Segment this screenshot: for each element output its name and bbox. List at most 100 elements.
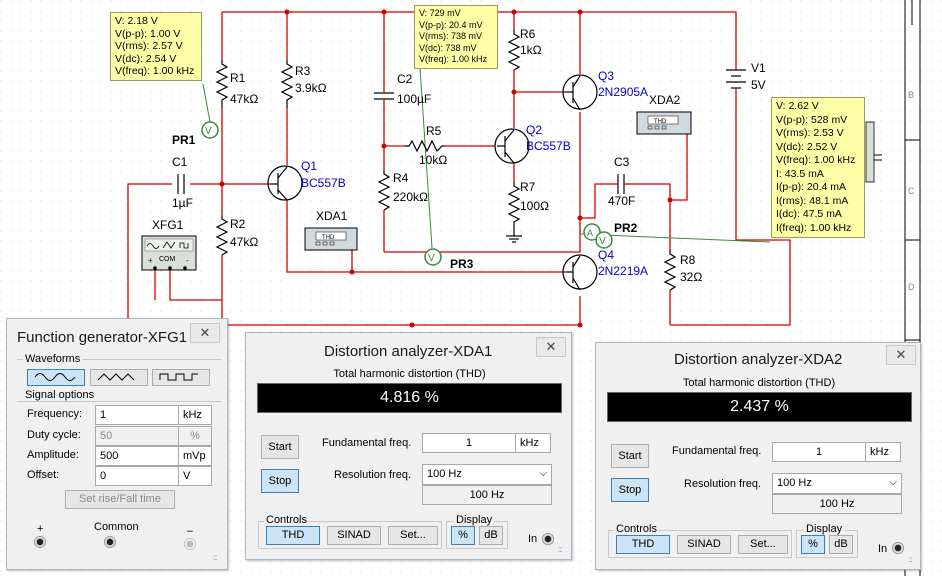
xda2-db-button[interactable]: dB — [829, 535, 853, 554]
xda2-set-button[interactable]: Set... — [738, 535, 788, 554]
xda1-start-button[interactable]: Start — [261, 435, 299, 459]
svg-text:THD: THD — [654, 119, 667, 125]
distortion-analyzer-xda2-window[interactable]: Distortion analyzer-XDA2 ✕ Total harmoni… — [595, 342, 921, 570]
probe-pr1[interactable]: V PR1 — [172, 121, 219, 147]
instrument-xfg1[interactable]: XFG1 + COM - — [141, 218, 197, 271]
frequency-input[interactable]: 1 — [95, 405, 179, 425]
xda1-in-terminal[interactable] — [542, 533, 554, 545]
resistor-r2[interactable]: R2 47kΩ — [215, 215, 258, 256]
battery-v1[interactable]: V1 5V — [726, 61, 766, 96]
xda1-thd-button[interactable]: THD — [266, 526, 320, 545]
svg-text:R8: R8 — [680, 253, 696, 267]
xda1-resize-grip[interactable]: ::: — [558, 545, 563, 554]
capacitor-c3[interactable]: C3 470F — [608, 155, 635, 208]
pr2-ipp: I(p-p): 20.4 mA — [776, 181, 847, 193]
terminal-common[interactable] — [104, 536, 116, 548]
resize-grip[interactable]: ::: — [213, 553, 218, 562]
resistor-r7[interactable]: R7 100Ω — [506, 180, 549, 243]
amplitude-label: Amplitude: — [27, 449, 79, 461]
close-button[interactable]: ✕ — [190, 323, 220, 343]
svg-text:470F: 470F — [608, 194, 635, 208]
capacitor-c1[interactable]: C1 1µF — [172, 155, 193, 210]
transistor-q4[interactable]: Q4 2N2219A — [562, 248, 648, 291]
xda2-sinad-button[interactable]: SINAD — [677, 535, 731, 554]
svg-text:100µF: 100µF — [397, 92, 431, 106]
svg-text:BC557B: BC557B — [526, 139, 571, 153]
transistor-q2[interactable]: Q2 BC557B — [494, 123, 571, 164]
resistor-r4[interactable]: R4 220kΩ — [377, 170, 428, 211]
xda2-start-button[interactable]: Start — [611, 444, 649, 468]
probe-pr3[interactable]: V PR3 — [424, 248, 474, 271]
instrument-xda1[interactable]: XDA1 THD — [304, 209, 358, 251]
xda1-percent-button[interactable]: % — [451, 526, 475, 545]
resistor-r1[interactable]: R1 47kΩ — [215, 60, 258, 108]
xda1-sinad-button[interactable]: SINAD — [327, 526, 381, 545]
svg-text:5V: 5V — [751, 78, 766, 92]
xda2-resolution-value: 100 Hz — [777, 477, 812, 489]
xda1-resolution-select[interactable]: 100 Hz ⌵ — [422, 464, 552, 485]
xda1-controls-label: Controls — [264, 514, 309, 526]
xda1-db-button[interactable]: dB — [479, 526, 503, 545]
svg-text:R5: R5 — [426, 124, 442, 138]
svg-text:1kΩ: 1kΩ — [520, 43, 542, 57]
signal-options-group — [17, 401, 221, 516]
xda1-close-button[interactable]: ✕ — [536, 337, 566, 357]
xda2-fundamental-input[interactable]: 1 — [772, 442, 866, 462]
transistor-q3[interactable]: Q3 2N2905A — [562, 69, 648, 111]
svg-text:C1: C1 — [172, 155, 188, 169]
xda1-resolution-label: Resolution freq. — [334, 469, 412, 481]
xda2-stop-button[interactable]: Stop — [611, 478, 649, 502]
square-wave-button[interactable] — [152, 369, 210, 386]
xda1-in-label: In — [528, 533, 538, 545]
svg-text:PR2: PR2 — [614, 221, 638, 235]
svg-text:1µF: 1µF — [172, 196, 193, 210]
svg-text:V1: V1 — [751, 61, 766, 75]
terminal-minus-label: – — [187, 525, 194, 537]
function-generator-window[interactable]: Function generator-XFG1 ✕ Waveforms Sign… — [6, 318, 228, 570]
xda2-fundamental-unit[interactable]: kHz — [865, 442, 901, 462]
xda2-close-button[interactable]: ✕ — [886, 345, 916, 365]
xda2-thd-button[interactable]: THD — [616, 535, 670, 554]
pr3-vdc: V(dc): 738 mV — [419, 42, 477, 53]
xda2-resolution-select[interactable]: 100 Hz ⌵ — [772, 473, 902, 494]
xda1-display-label: Display — [454, 514, 495, 526]
frequency-label: Frequency: — [27, 408, 83, 420]
offscreen-component — [865, 121, 882, 183]
xda1-stop-button[interactable]: Stop — [261, 469, 299, 493]
offset-unit[interactable]: V — [178, 466, 212, 486]
svg-text:PR3: PR3 — [450, 257, 474, 271]
xda2-display-label: Display — [804, 523, 845, 535]
xda2-percent-button[interactable]: % — [801, 535, 825, 554]
xda2-resize-grip[interactable]: ::: — [908, 555, 913, 564]
resistor-r5[interactable]: R5 10kΩ — [405, 124, 447, 167]
resistor-r3[interactable]: R3 3.9kΩ — [280, 60, 327, 108]
amplitude-input[interactable]: 500 — [95, 446, 179, 466]
resistor-r8[interactable]: R8 32Ω — [663, 250, 702, 291]
probe-pr2[interactable]: A V PR2 — [583, 221, 638, 249]
distortion-analyzer-xda1-window[interactable]: Distortion analyzer-XDA1 ✕ Total harmoni… — [245, 332, 572, 560]
resistor-r6[interactable]: R6 1kΩ — [507, 27, 542, 71]
pr2-current: I: 43.5 mA — [776, 167, 824, 180]
triangle-wave-button[interactable] — [90, 369, 148, 386]
xda2-in-terminal[interactable] — [892, 542, 904, 554]
offset-input[interactable]: 0 — [95, 466, 179, 486]
pr1-vfreq: V(freq): 1.00 kHz — [115, 65, 195, 78]
amplitude-unit[interactable]: mVp — [178, 446, 212, 466]
transistor-q1[interactable]: Q1 BC557B — [267, 159, 346, 201]
xda1-fundamental-input[interactable]: 1 — [422, 433, 516, 453]
svg-text:Q3: Q3 — [598, 69, 614, 83]
xda1-fundamental-unit[interactable]: kHz — [515, 433, 551, 453]
svg-text:47kΩ: 47kΩ — [230, 235, 258, 249]
terminal-plus[interactable] — [34, 536, 46, 548]
instrument-xda2[interactable]: XDA2 THD — [636, 93, 692, 135]
pr2-vpp: V(p-p): 528 mV — [776, 113, 848, 126]
svg-text:COM: COM — [159, 256, 176, 263]
xda1-thd-display: 4.816 % — [257, 383, 562, 413]
svg-text:2N2219A: 2N2219A — [598, 264, 648, 278]
sine-wave-button[interactable] — [27, 369, 85, 386]
frequency-unit[interactable]: kHz — [178, 405, 212, 425]
xda1-set-button[interactable]: Set... — [388, 526, 438, 545]
capacitor-c2[interactable]: C2 100µF — [374, 72, 431, 106]
xda2-title: Distortion analyzer-XDA2 — [674, 351, 843, 368]
terminal-minus[interactable] — [184, 538, 196, 550]
